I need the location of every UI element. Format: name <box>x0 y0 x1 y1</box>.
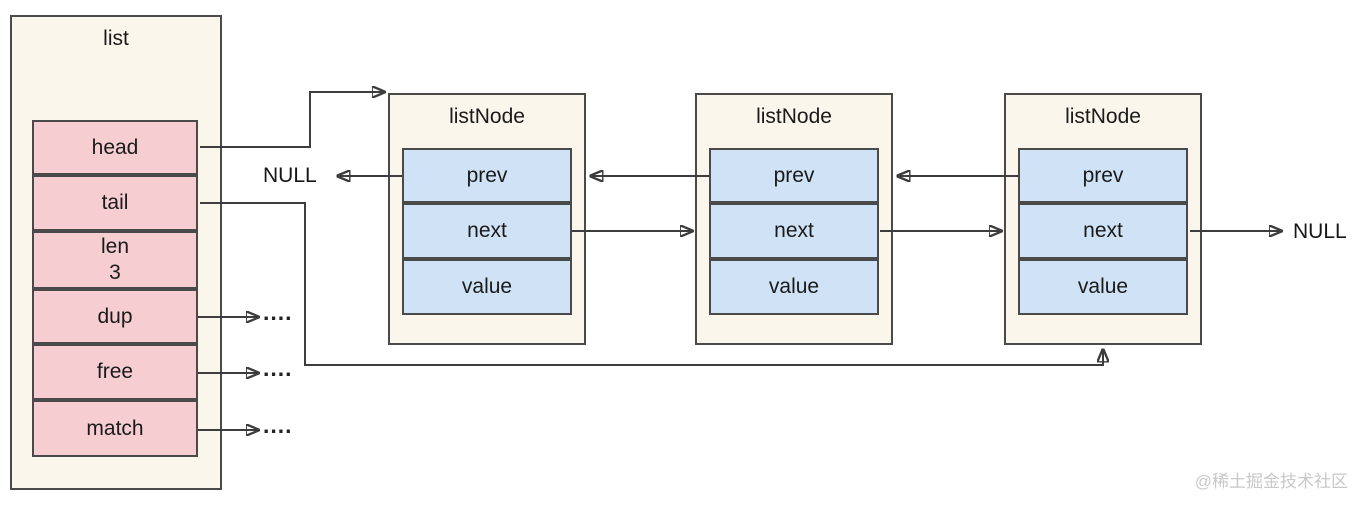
list-struct-title: list <box>103 27 129 50</box>
watermark: @稀土掘金技术社区 <box>1194 472 1348 491</box>
tail-to-node3-arrow <box>200 202 1103 366</box>
null-label-right: NULL <box>1293 220 1347 243</box>
listnode-title: listNode <box>1065 105 1141 128</box>
node1-field-next: next <box>402 203 572 259</box>
listnode-title: listNode <box>756 105 832 128</box>
field-label: dup <box>97 304 133 328</box>
node2-field-prev: prev <box>709 148 879 203</box>
list-field-tail: tail <box>32 175 198 231</box>
field-label: match <box>86 416 144 440</box>
listnode-title: listNode <box>449 105 525 128</box>
node1-field-prev: prev <box>402 148 572 203</box>
node3-field-prev: prev <box>1018 148 1188 203</box>
node1-field-value: value <box>402 259 572 315</box>
field-label: tail <box>101 191 129 214</box>
field-label: prev <box>1082 163 1124 187</box>
match-ellipsis: .... <box>263 412 293 438</box>
listnode-box-3: listNode prev next value <box>1004 93 1202 345</box>
dup-ellipsis: .... <box>263 299 293 325</box>
field-value: 3 <box>109 261 121 284</box>
node3-field-next: next <box>1018 203 1188 259</box>
field-label: free <box>96 360 134 383</box>
node2-field-value: value <box>709 259 879 315</box>
field-label: prev <box>466 163 508 187</box>
list-field-match: match <box>32 400 198 457</box>
list-field-free: free <box>32 344 198 400</box>
null-label-left: NULL <box>263 164 317 187</box>
free-ellipsis: .... <box>263 355 293 381</box>
field-label: value <box>461 275 513 298</box>
list-field-dup: dup <box>32 289 198 344</box>
field-label: value <box>768 275 820 298</box>
field-label: next <box>774 219 814 242</box>
head-to-node1-arrow <box>200 92 384 148</box>
listnode-box-1: listNode prev next value <box>388 93 586 345</box>
node3-field-value: value <box>1018 259 1188 315</box>
field-label: head <box>91 135 139 159</box>
field-label: next <box>1083 219 1123 242</box>
list-field-head: head <box>32 120 198 175</box>
field-label: len <box>100 235 130 258</box>
list-struct-box: list head tail len 3 dup free match <box>10 15 222 490</box>
field-label: prev <box>773 163 815 187</box>
field-label: next <box>467 219 507 242</box>
listnode-box-2: listNode prev next value <box>695 93 893 345</box>
node2-field-next: next <box>709 203 879 259</box>
field-label: value <box>1077 275 1129 298</box>
list-field-len: len 3 <box>32 231 198 289</box>
